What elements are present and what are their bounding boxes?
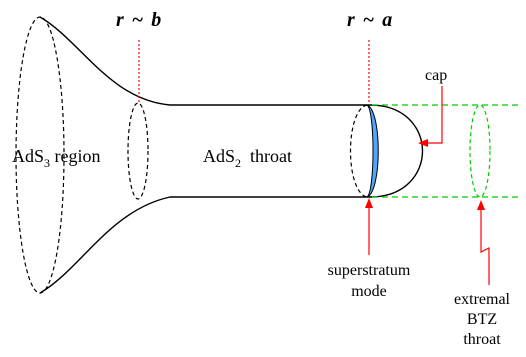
tube-upper-outline (39, 16, 370, 106)
btz-label-line1: extremal (454, 291, 511, 308)
r-a-cross-section-back (349, 104, 368, 198)
cap-arrow-line (420, 86, 443, 144)
r-b-cross-section (127, 102, 149, 200)
tube-lower-outline (39, 196, 370, 294)
btz-cross-section (469, 104, 491, 198)
superstratum-mode-band (366, 104, 379, 198)
ads2-throat-label: AdS2 throat (203, 146, 292, 170)
r-b-label: r ~ b (116, 9, 161, 31)
cap-outline (369, 104, 424, 198)
superstratum-label-line1: superstratum (328, 262, 411, 279)
superstratum-label-line2: mode (351, 283, 387, 300)
cap-arrow-head (418, 139, 428, 147)
btz-arrow-head (477, 200, 485, 210)
cap-label: cap (425, 67, 447, 84)
ads3-region-label: AdS3 region (12, 146, 101, 170)
btz-arrow-line (480, 208, 490, 285)
btz-label-line2: BTZ (467, 311, 497, 328)
r-a-label: r ~ a (347, 9, 392, 31)
btz-label-line3: throat (463, 331, 501, 348)
superstratum-arrow-head (365, 198, 373, 208)
